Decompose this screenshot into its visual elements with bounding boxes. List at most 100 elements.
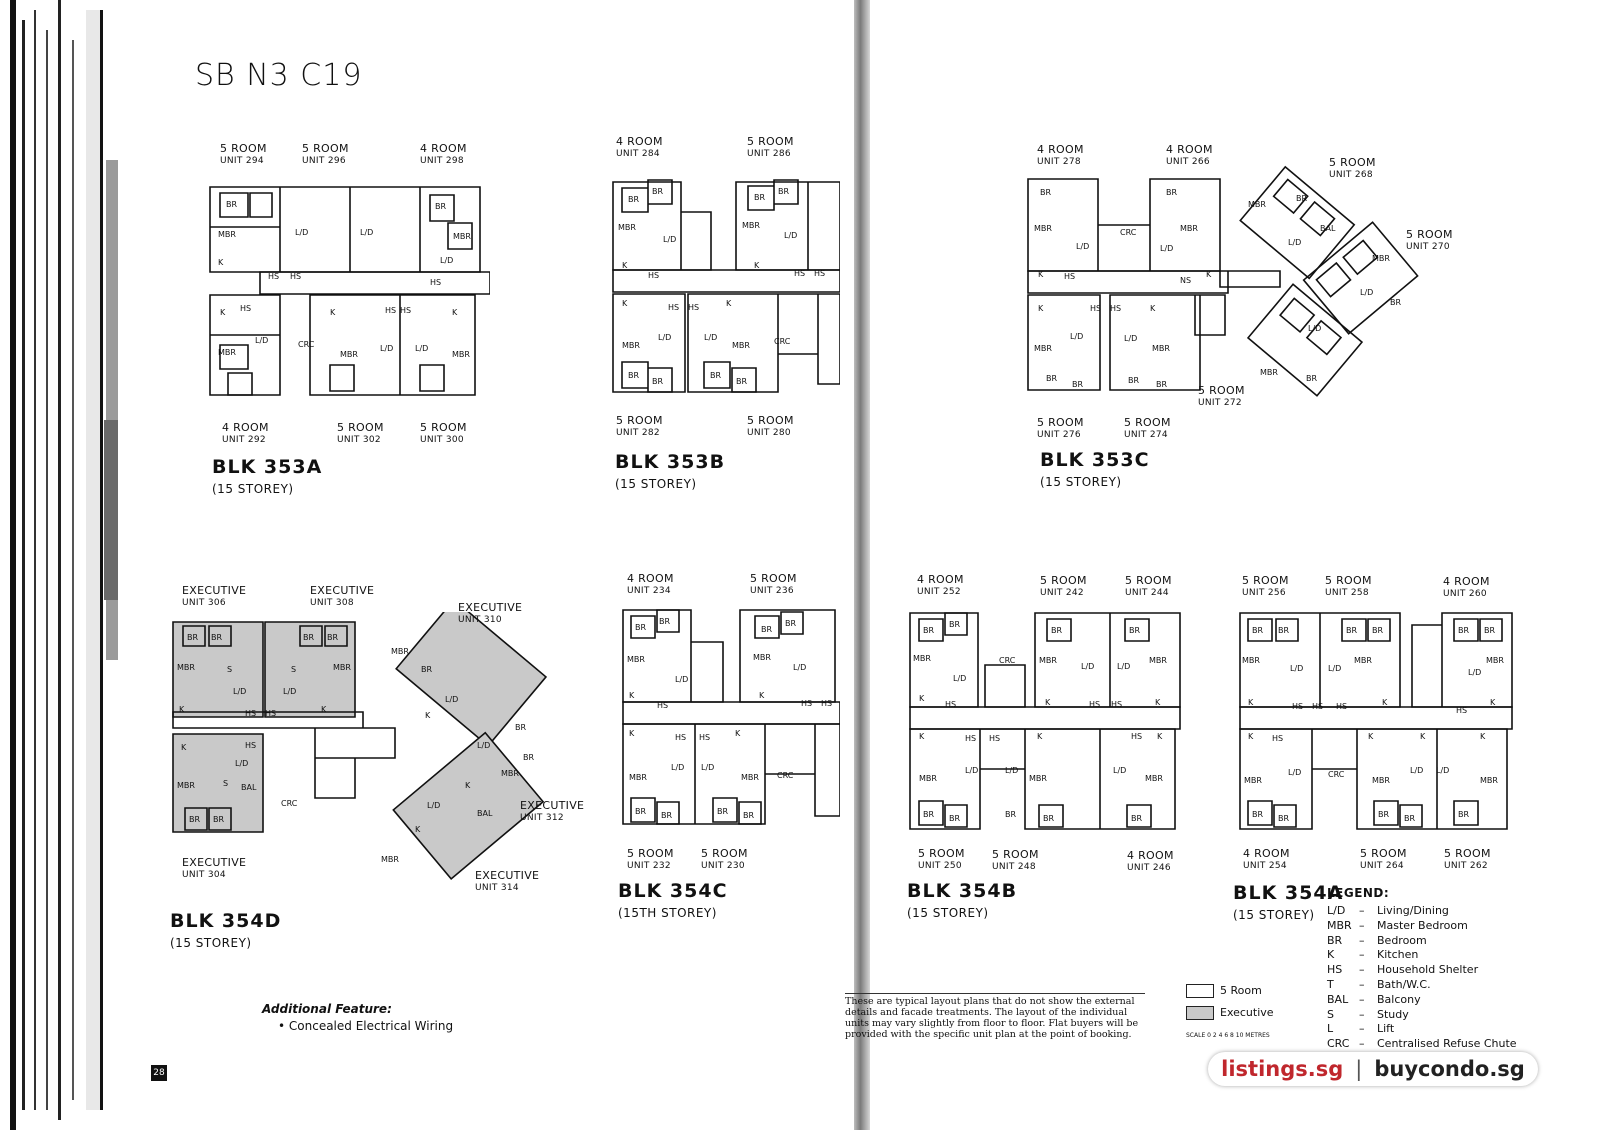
- svg-text:BR: BR: [1252, 810, 1263, 819]
- legend-key: T: [1327, 977, 1334, 991]
- svg-text:CRC: CRC: [777, 771, 794, 780]
- svg-text:HS: HS: [430, 278, 441, 287]
- legend-dash: –: [1359, 1007, 1365, 1021]
- svg-text:BR: BR: [211, 633, 222, 642]
- legend-desc: Balcony: [1377, 992, 1421, 1006]
- block-caption: BLK 354A (15 STOREY): [1233, 882, 1343, 922]
- swatch-executive: Executive: [1186, 1006, 1274, 1020]
- svg-text:HS: HS: [668, 303, 679, 312]
- block-storey: (15 STOREY): [1233, 908, 1315, 922]
- legend-desc: Bedroom: [1377, 933, 1427, 947]
- svg-text:MBR: MBR: [913, 654, 931, 663]
- svg-text:L/D: L/D: [658, 333, 671, 342]
- svg-text:K: K: [179, 705, 185, 714]
- block-name: BLK 353A: [212, 456, 323, 478]
- svg-text:L/D: L/D: [1124, 334, 1137, 343]
- svg-text:CRC: CRC: [1328, 770, 1345, 779]
- svg-text:S: S: [223, 779, 228, 788]
- legend-dash: –: [1359, 1022, 1365, 1036]
- svg-text:HS: HS: [814, 269, 825, 278]
- block-name: BLK 353B: [615, 451, 726, 473]
- legend-item: K–Kitchen: [1327, 948, 1547, 963]
- svg-text:HS: HS: [1456, 706, 1467, 715]
- svg-text:L/D: L/D: [477, 741, 490, 750]
- svg-text:CRC: CRC: [1120, 228, 1137, 237]
- svg-text:L/D: L/D: [283, 687, 296, 696]
- svg-text:BR: BR: [303, 633, 314, 642]
- svg-text:BR: BR: [761, 625, 772, 634]
- svg-text:CRC: CRC: [999, 656, 1016, 665]
- svg-text:L/D: L/D: [1468, 668, 1481, 677]
- svg-text:CRC: CRC: [774, 337, 791, 346]
- svg-text:K: K: [415, 825, 421, 834]
- svg-text:MBR: MBR: [1480, 776, 1498, 785]
- svg-text:MBR: MBR: [1248, 200, 1266, 209]
- legend-item: S–Study: [1327, 1008, 1547, 1023]
- book-page-edges: [0, 0, 120, 1130]
- page-title: SB N3 C19: [195, 58, 363, 93]
- svg-text:BR: BR: [1252, 626, 1263, 635]
- block-caption: BLK 354B (15 STOREY): [907, 880, 1017, 920]
- svg-text:BR: BR: [1458, 626, 1469, 635]
- svg-text:K: K: [759, 691, 765, 700]
- svg-text:MBR: MBR: [340, 350, 358, 359]
- legend-dash: –: [1359, 1037, 1365, 1051]
- svg-text:L/D: L/D: [360, 228, 373, 237]
- additional-feature-item: • Concealed Electrical Wiring: [278, 1019, 454, 1033]
- block-caption: BLK 354D (15 STOREY): [170, 910, 281, 950]
- svg-text:L/D: L/D: [953, 674, 966, 683]
- svg-text:BR: BR: [1278, 814, 1289, 823]
- svg-text:MBR: MBR: [1486, 656, 1504, 665]
- svg-text:BR: BR: [923, 810, 934, 819]
- additional-features-title: Additional Feature:: [262, 1002, 392, 1016]
- svg-text:K: K: [1150, 304, 1156, 313]
- svg-text:L/D: L/D: [1005, 766, 1018, 775]
- svg-text:L/D: L/D: [1410, 766, 1423, 775]
- svg-text:K: K: [1206, 270, 1212, 279]
- svg-text:HS: HS: [240, 304, 251, 313]
- svg-text:L/D: L/D: [701, 763, 714, 772]
- svg-text:K: K: [629, 691, 635, 700]
- legend-key: S: [1327, 1007, 1334, 1021]
- svg-text:HS: HS: [801, 699, 812, 708]
- svg-text:HS: HS: [1272, 734, 1283, 743]
- additional-features: Additional Feature: • Concealed Electric…: [262, 1002, 453, 1033]
- svg-text:BR: BR: [1040, 188, 1051, 197]
- svg-text:BR: BR: [1128, 376, 1139, 385]
- svg-text:BR: BR: [1043, 814, 1054, 823]
- svg-text:HS: HS: [268, 272, 279, 281]
- svg-text:HS: HS: [1064, 272, 1075, 281]
- svg-text:BR: BR: [778, 187, 789, 196]
- page-number: 28: [151, 1065, 167, 1081]
- legend-item: CRC–Centralised Refuse Chute: [1327, 1037, 1547, 1052]
- svg-text:MBR: MBR: [218, 230, 236, 239]
- legend-key: K: [1327, 948, 1335, 962]
- svg-text:BR: BR: [635, 623, 646, 632]
- swatch-box: [1186, 984, 1214, 998]
- legend-desc: Bath/W.C.: [1377, 977, 1431, 991]
- svg-text:MBR: MBR: [622, 341, 640, 350]
- svg-text:L/D: L/D: [1113, 766, 1126, 775]
- svg-text:L/D: L/D: [1360, 288, 1373, 297]
- svg-text:HS: HS: [675, 733, 686, 742]
- svg-text:BR: BR: [515, 723, 526, 732]
- svg-text:MBR: MBR: [453, 232, 471, 241]
- svg-text:BR: BR: [754, 193, 765, 202]
- legend-key: HS: [1327, 963, 1343, 977]
- svg-text:HS: HS: [290, 272, 301, 281]
- svg-text:L/D: L/D: [440, 256, 453, 265]
- svg-text:BR: BR: [421, 665, 432, 674]
